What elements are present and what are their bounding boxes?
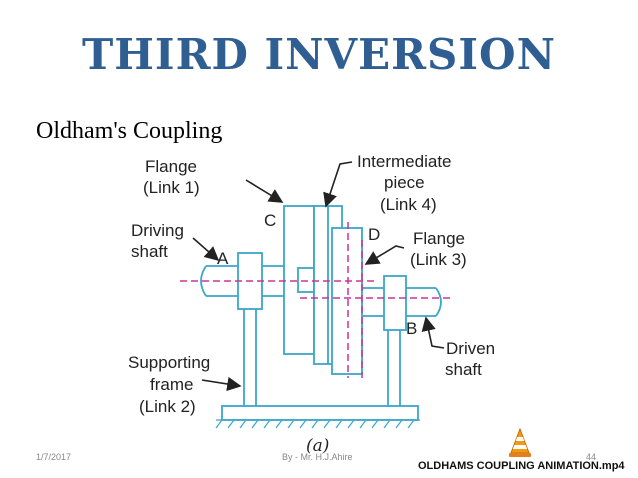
flange-link-1 (283, 205, 315, 355)
diagram-labels: Flange (Link 1) Intermediate piece (Link… (128, 152, 495, 456)
footer-author: By - Mr. H.J.Ahire (282, 452, 353, 462)
label-point-a: A (217, 249, 229, 268)
pointer-arrows (192, 161, 445, 392)
label-frame-link: (Link 2) (139, 397, 196, 416)
slide-subtitle: Oldham's Coupling (36, 118, 223, 144)
label-intermediate-link: (Link 4) (380, 195, 437, 214)
video-link-caption[interactable]: OLDHAMS COUPLING ANIMATION.mp4 (418, 460, 625, 472)
label-supporting: Supporting (128, 353, 210, 372)
label-point-b: B (406, 319, 417, 338)
label-flange-3-link: (Link 3) (410, 250, 467, 269)
flange-link-3 (331, 227, 363, 375)
label-flange-1: Flange (145, 157, 197, 176)
label-intermediate-piece: piece (384, 173, 425, 192)
supporting-frame (221, 306, 419, 421)
slide-title: THIRD INVERSION (81, 30, 557, 79)
bearing-b (383, 275, 407, 331)
label-point-d: D (368, 225, 380, 244)
footer-page-number: 44 (586, 452, 597, 462)
vlc-cone-icon[interactable] (508, 428, 532, 458)
label-driving: Driving (131, 221, 184, 240)
footer-date: 1/7/2017 (36, 452, 72, 462)
label-driving-shaft: shaft (131, 242, 168, 261)
axis-center-lines (180, 222, 450, 378)
label-driven-shaft: shaft (445, 360, 482, 379)
label-driven: Driven (446, 339, 495, 358)
label-flange-3: Flange (413, 229, 465, 248)
label-flange-1-link: (Link 1) (143, 178, 200, 197)
label-figure-tag: (a) (306, 436, 329, 456)
ground-hatch (215, 419, 420, 429)
label-intermediate: Intermediate (357, 152, 452, 171)
label-point-c: C (264, 211, 276, 230)
label-frame: frame (150, 375, 193, 394)
